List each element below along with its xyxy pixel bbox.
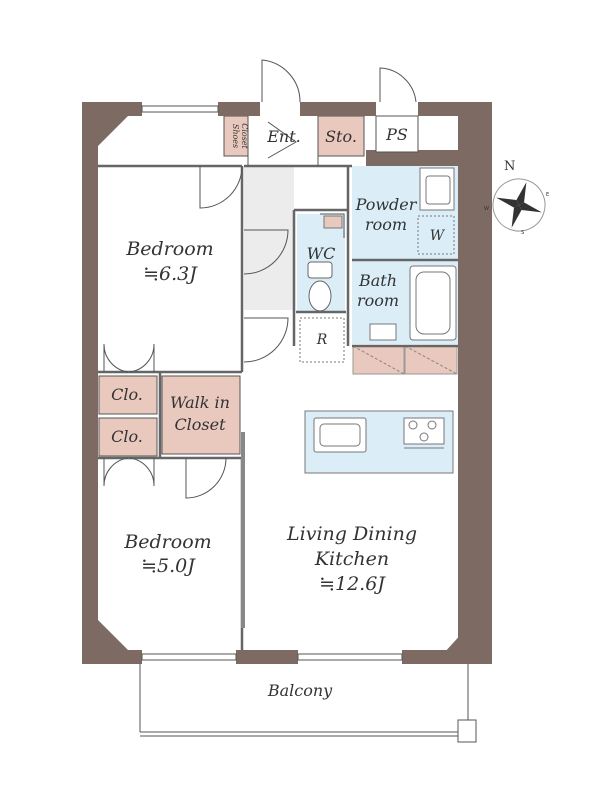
- wc-label: WC: [307, 244, 336, 263]
- bath-wash-area: [369, 323, 397, 341]
- washer-space: [417, 215, 455, 255]
- pipe-space-box: [375, 115, 419, 153]
- bath-room-line1: Bath: [358, 271, 397, 290]
- closet-2-floor: [98, 417, 158, 457]
- refrigerator-space: [299, 317, 345, 363]
- storage-label: Sto.: [325, 127, 357, 146]
- washer-label: W: [430, 228, 446, 244]
- wc-sink-icon: [323, 215, 343, 229]
- closet-2-label: Clo.: [111, 427, 143, 446]
- bedroom-top-size: ≒6.3J: [143, 263, 198, 285]
- closet-1-label: Clo.: [111, 385, 143, 404]
- balcony-label: Balcony: [267, 681, 333, 700]
- outer-walls: [82, 102, 492, 664]
- shoes-closet-floor: [223, 115, 249, 157]
- shoes-closet-line1: Shoes: [231, 124, 240, 148]
- shoes-closet-line2: Closet: [240, 123, 249, 149]
- compass-east: E: [546, 192, 549, 198]
- compass-south: S: [521, 230, 524, 236]
- walk-in-closet-line2: Closet: [174, 415, 226, 434]
- stove-icon: [403, 417, 445, 445]
- sliding-door: [241, 432, 245, 628]
- entrance-label: Ent.: [266, 127, 301, 146]
- walk-in-closet-line1: Walk in: [170, 393, 230, 412]
- kitchen-sink-icon: [313, 417, 367, 453]
- bedroom-bottom-name: Bedroom: [123, 531, 211, 553]
- windows: [141, 105, 403, 661]
- ldk-name-line2: Kitchen: [314, 548, 389, 570]
- refrigerator-label: R: [316, 332, 328, 348]
- toilet-icon: [307, 261, 333, 312]
- bath-room-line2: room: [357, 291, 399, 310]
- hall-storage-a: [352, 345, 405, 375]
- powder-room-line1: Powder: [355, 195, 418, 214]
- bathtub-icon: [409, 265, 457, 341]
- compass-rose-icon: [492, 178, 546, 232]
- pipe-space-label: PS: [385, 125, 408, 144]
- ldk-name-line1: Living Dining: [286, 523, 417, 545]
- vanity-sink-icon: [419, 167, 455, 211]
- ldk-size: ≒12.6J: [319, 573, 386, 595]
- compass-north: N: [504, 159, 515, 174]
- entrance-step: [267, 121, 297, 159]
- powder-room-line2: room: [365, 215, 407, 234]
- closet-1-floor: [98, 375, 158, 415]
- walk-in-closet-floor: [161, 375, 241, 455]
- bedroom-bottom-size: ≒5.0J: [141, 555, 196, 577]
- bedroom-top-name: Bedroom: [125, 238, 213, 260]
- door-swings: [103, 59, 417, 499]
- compass-west: W: [484, 206, 489, 212]
- entry-hall-floor: [244, 166, 294, 310]
- balcony-outline: [139, 664, 477, 743]
